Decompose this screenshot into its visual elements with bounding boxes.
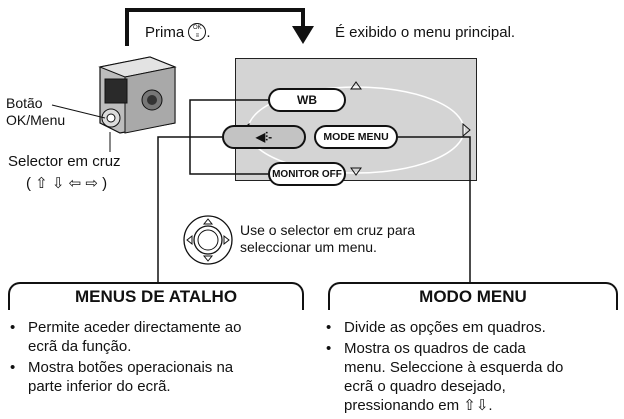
arrow-down-icon: ⇩ xyxy=(51,175,65,192)
selector-label: Selector em cruz xyxy=(8,153,121,170)
mode-menu-list: Divide as opções em quadros. Mostra os q… xyxy=(324,318,622,417)
connector-lines xyxy=(157,99,471,282)
mode-menu-heading: MODO MENU xyxy=(328,282,618,310)
cross-selector-icon xyxy=(183,215,233,265)
menu-item-monitor-off[interactable]: MONITOR OFF xyxy=(268,162,346,186)
arrow-down-icon: ⇩ xyxy=(475,397,489,414)
selector-instruction: Use o selector em cruz para seleccionar … xyxy=(240,222,416,255)
ok-menu-leader-line xyxy=(51,104,106,119)
arrow-left-icon: ⇦ xyxy=(68,175,82,192)
arrow-right-icon: ⇨ xyxy=(85,175,98,192)
arrow-up-icon: ⇧ xyxy=(463,397,476,414)
shortcut-arrow-icon: ◀⫶- xyxy=(255,129,273,144)
press-instruction: Prima OK≡. xyxy=(145,23,211,42)
ok-menu-label: Botão OK/Menu xyxy=(6,95,66,128)
press-label: Prima xyxy=(145,24,185,41)
menu-item-shortcut[interactable]: ◀⫶- xyxy=(222,125,306,149)
ok-button-icon: OK≡ xyxy=(188,23,207,42)
list-item: Divide as opções em quadros. xyxy=(324,318,622,337)
arrow-up-icon: ⇧ xyxy=(35,175,48,192)
shortcut-menus-heading: MENUS DE ATALHO xyxy=(8,282,304,310)
camera-illustration xyxy=(98,56,177,134)
menu-item-wb[interactable]: WB xyxy=(268,88,346,112)
result-text: É exibido o menu principal. xyxy=(335,24,516,41)
menu-screen xyxy=(235,58,477,181)
menu-item-mode-menu[interactable]: MODE MENU xyxy=(314,125,398,149)
selector-icons: ( ⇧ ⇩ ⇦ ⇨ ) xyxy=(26,175,108,192)
flow-arrow xyxy=(125,8,314,46)
selector-leader-line xyxy=(109,132,111,152)
